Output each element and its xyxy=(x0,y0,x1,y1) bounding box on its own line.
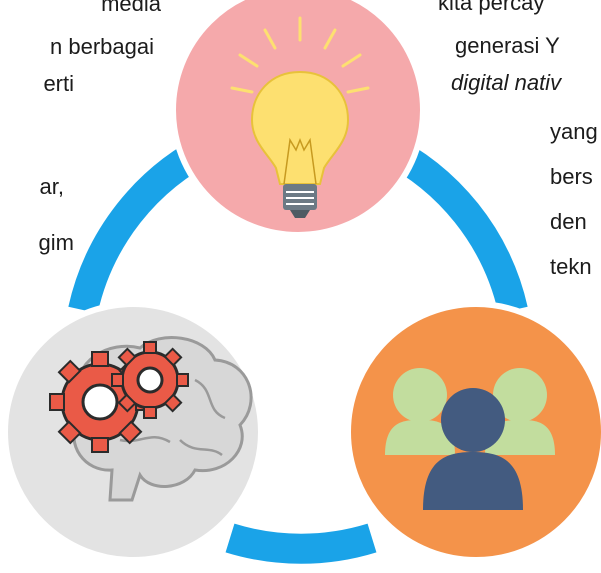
people-group-icon xyxy=(385,368,555,510)
ring-arc-bottom xyxy=(225,523,377,564)
left-text-line-3: erti xyxy=(43,71,74,96)
left-text-line-2: n berbagai xyxy=(50,34,154,59)
right-text-line-1: kita percay xyxy=(438,0,545,15)
right-text-line-2: generasi Y xyxy=(455,33,560,58)
brain-node xyxy=(2,301,264,563)
light-bulb-icon xyxy=(230,16,370,218)
people-node xyxy=(345,301,601,563)
right-text-line-6: den xyxy=(550,209,587,234)
right-text-line-7: tekn xyxy=(550,254,592,279)
right-text-line-3: digital nativ xyxy=(451,70,562,95)
brain-gears-icon xyxy=(49,336,253,502)
left-text-line-4: ar, xyxy=(39,174,64,199)
right-text-line-4: yang xyxy=(550,119,598,144)
idea-node xyxy=(170,0,426,238)
right-text-line-5: bers xyxy=(550,164,593,189)
left-text-line-5: gim xyxy=(38,230,74,255)
gear-small xyxy=(111,341,189,419)
left-text-line-1: media xyxy=(101,0,161,16)
